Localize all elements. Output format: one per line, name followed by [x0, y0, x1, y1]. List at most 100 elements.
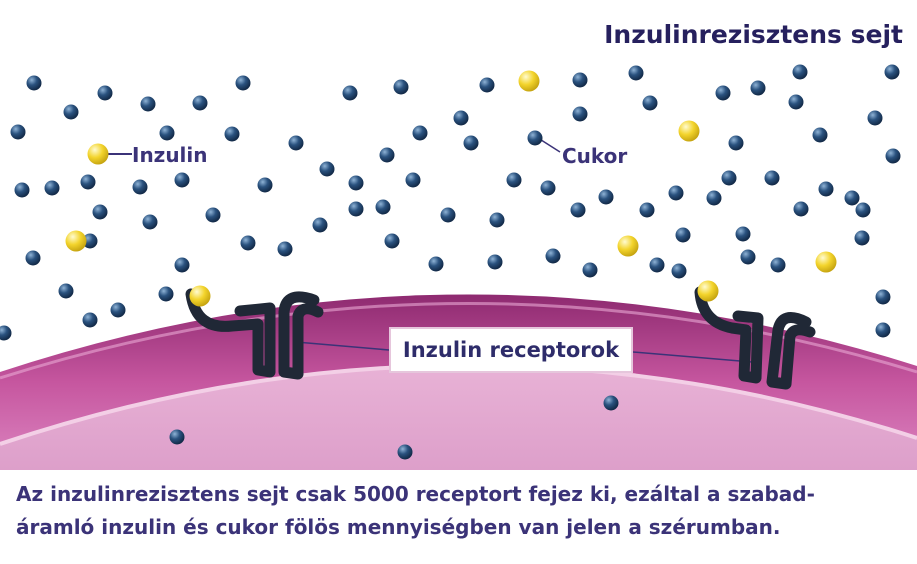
sugar-molecule	[639, 202, 655, 218]
sugar-molecule	[92, 204, 108, 220]
sugar-molecule	[628, 65, 644, 81]
sugar-label: Cukor	[562, 144, 628, 168]
sugar-molecule	[393, 79, 409, 95]
sugar-molecule	[527, 130, 543, 146]
sugar-molecule	[598, 189, 614, 205]
sugar-molecule	[487, 254, 503, 270]
sugar-molecule	[0, 325, 12, 341]
sugar-molecule	[58, 283, 74, 299]
sugar-molecule	[540, 180, 556, 196]
sugar-molecule	[884, 64, 900, 80]
sugar-molecule	[97, 85, 113, 101]
sugar-molecule	[10, 124, 26, 140]
sugar-molecule	[235, 75, 251, 91]
sugar-molecule	[875, 289, 891, 305]
sugar-molecule	[169, 429, 185, 445]
sugar-molecule	[740, 249, 756, 265]
sugar-molecule	[545, 248, 561, 264]
sugar-molecule	[750, 80, 766, 96]
insulin-molecule	[518, 70, 540, 92]
sugar-molecule	[479, 77, 495, 93]
sugar-molecule	[603, 395, 619, 411]
cytoplasm	[0, 365, 917, 470]
sugar-molecule	[14, 182, 30, 198]
sugar-molecule	[412, 125, 428, 141]
sugar-molecule	[379, 147, 395, 163]
sugar-molecule	[192, 95, 208, 111]
sugar-molecule	[706, 190, 722, 206]
sugar-molecule	[764, 170, 780, 186]
sugar-molecule	[875, 322, 891, 338]
sugar-molecule	[506, 172, 522, 188]
sugar-molecule	[348, 201, 364, 217]
sugar-molecule	[728, 135, 744, 151]
sugar-molecule	[397, 444, 413, 460]
molecules	[0, 64, 901, 460]
sugar-molecule	[770, 257, 786, 273]
sugar-molecule	[158, 286, 174, 302]
sugar-molecule	[80, 174, 96, 190]
sugar-molecule	[82, 233, 98, 249]
insulin-molecule	[87, 143, 109, 165]
receptor-label: Inzulin receptorok	[402, 338, 620, 362]
sugar-molecule	[319, 161, 335, 177]
sugar-molecule	[572, 106, 588, 122]
receptor-leader-right	[632, 351, 753, 363]
sugar-molecule	[288, 135, 304, 151]
sugar-molecule	[572, 72, 588, 88]
sugar-molecule	[375, 199, 391, 215]
sugar-molecule	[867, 110, 883, 126]
insulin-label: Inzulin	[132, 143, 208, 167]
sugar-molecule	[405, 172, 421, 188]
sugar-molecule	[675, 227, 691, 243]
sugar-molecule	[463, 135, 479, 151]
sugar-molecule	[159, 125, 175, 141]
sugar-molecule	[854, 230, 870, 246]
sugar-molecule	[885, 148, 901, 164]
sugar-molecule	[668, 185, 684, 201]
sugar-molecule	[240, 235, 256, 251]
sugar-molecule	[384, 233, 400, 249]
sugar-molecule	[715, 85, 731, 101]
insulin-molecule	[65, 230, 87, 252]
sugar-molecule	[642, 95, 658, 111]
sugar-molecule	[82, 312, 98, 328]
sugar-molecule	[312, 217, 328, 233]
sugar-molecule	[582, 262, 598, 278]
sugar-molecule	[174, 257, 190, 273]
membrane-highlight	[0, 301, 917, 380]
sugar-molecule	[132, 179, 148, 195]
caption: Az inzulinrezisztens sejt csak 5000 rece…	[16, 478, 906, 544]
sugar-molecule	[110, 302, 126, 318]
sugar-molecule	[142, 214, 158, 230]
sugar-molecule	[140, 96, 156, 112]
sugar-molecule	[277, 241, 293, 257]
insulin-receptor-right	[694, 286, 816, 390]
sugar-molecule	[855, 202, 871, 218]
sugar-molecule	[63, 104, 79, 120]
sugar-molecule	[844, 190, 860, 206]
receptor-label-box: Inzulin receptorok	[389, 327, 633, 373]
sugar-molecule	[224, 126, 240, 142]
sugar-molecule	[818, 181, 834, 197]
sugar-molecule	[649, 257, 665, 273]
sugar-molecule	[671, 263, 687, 279]
sugar-molecule	[44, 180, 60, 196]
insulin-molecule	[815, 251, 837, 273]
caption-line-2: áramló inzulin és cukor fölös mennyiségb…	[16, 515, 781, 539]
sugar-molecule	[25, 250, 41, 266]
receptor-leader-left	[295, 341, 390, 351]
insulin-molecule	[189, 285, 211, 307]
sugar-molecule	[735, 226, 751, 242]
sugar-molecule	[174, 172, 190, 188]
sugar-molecule	[489, 212, 505, 228]
insulin-molecule	[697, 280, 719, 302]
sugar-molecule	[453, 110, 469, 126]
sugar-molecule	[793, 201, 809, 217]
sugar-molecule	[570, 202, 586, 218]
sugar-molecule	[721, 170, 737, 186]
sugar-molecule	[26, 75, 42, 91]
insulin-molecule	[678, 120, 700, 142]
